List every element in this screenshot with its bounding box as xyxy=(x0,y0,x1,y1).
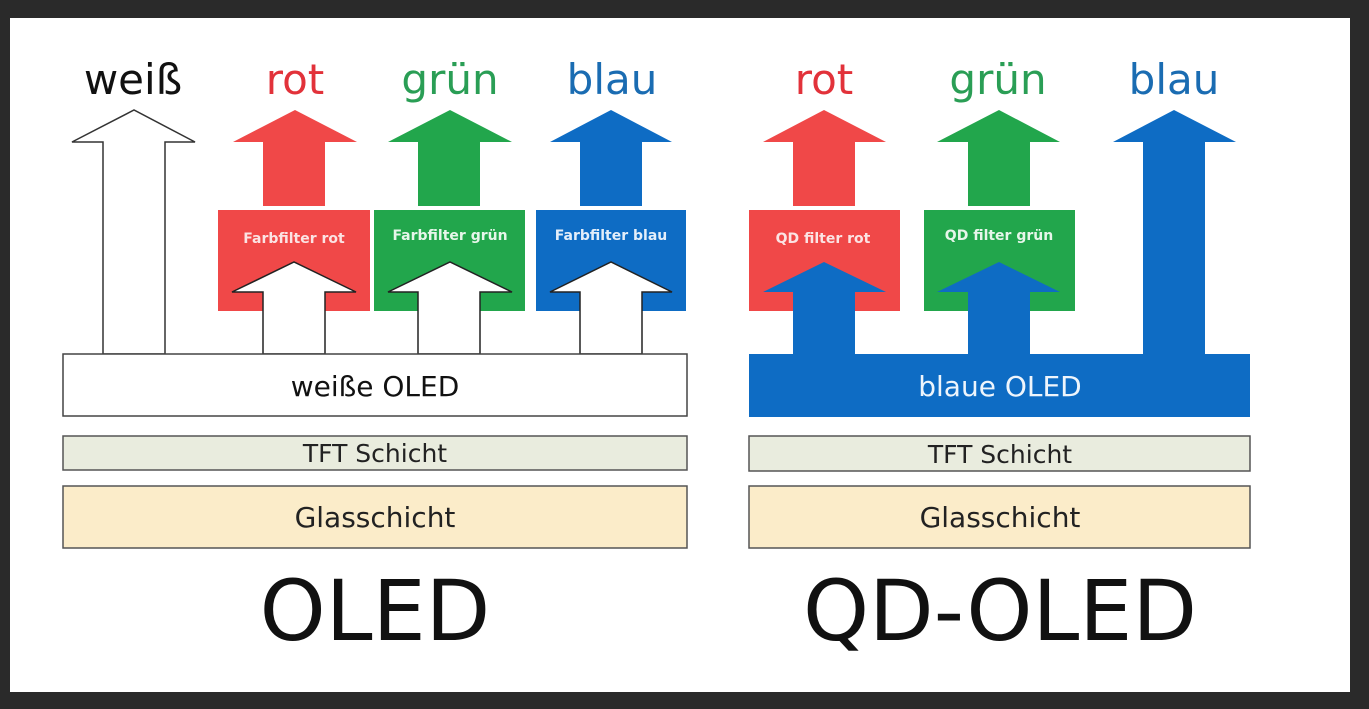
oled-diagram: weiß rot grün blau Farbfilter rot Farbfi… xyxy=(62,55,688,660)
green-output-arrow xyxy=(388,110,512,206)
blue-output-arrow xyxy=(550,110,672,206)
label-green: grün xyxy=(401,55,498,104)
white-input-arrow-red xyxy=(231,261,357,355)
qdoled-title: QD-OLED xyxy=(803,562,1197,660)
blue-oled-label: blaue OLED xyxy=(918,370,1081,403)
blue-light-arrow xyxy=(1113,110,1236,356)
white-light-arrow xyxy=(71,109,196,355)
blue-oled-layer xyxy=(749,354,1250,417)
filter-red-label: Farbfilter rot xyxy=(243,231,345,247)
glass-label: Glasschicht xyxy=(295,501,456,534)
tft-layer xyxy=(62,435,688,471)
blue-input-arrow-green xyxy=(937,262,1060,356)
qd-glass-label: Glasschicht xyxy=(920,501,1081,534)
qd-tft-label: TFT Schicht xyxy=(927,440,1072,469)
filter-blue-label: Farbfilter blau xyxy=(555,228,668,244)
blue-input-arrow-red xyxy=(763,262,886,356)
white-oled-layer xyxy=(62,353,688,417)
qd-filter-green-label: QD filter grün xyxy=(945,228,1053,244)
glass-layer xyxy=(62,485,688,549)
white-input-arrow-blue xyxy=(549,261,673,355)
filter-green-label: Farbfilter grün xyxy=(392,228,507,244)
qd-glass-layer xyxy=(748,485,1251,549)
qd-filter-red-label: QD filter rot xyxy=(776,231,871,247)
oled-title: OLED xyxy=(260,562,491,660)
label-red: rot xyxy=(266,55,325,104)
qd-red-output-arrow xyxy=(763,110,886,206)
qd-label-red: rot xyxy=(795,55,854,104)
white-input-arrow-green xyxy=(387,261,513,355)
white-oled-label: weiße OLED xyxy=(291,370,460,403)
label-blue: blau xyxy=(567,55,658,104)
qdoled-diagram: rot grün blau QD filter rot QD filter gr… xyxy=(748,55,1251,660)
red-output-arrow xyxy=(233,110,357,206)
qd-label-green: grün xyxy=(949,55,1046,104)
qd-tft-layer xyxy=(748,435,1251,472)
qd-green-output-arrow xyxy=(937,110,1060,206)
label-white: weiß xyxy=(84,55,182,104)
tft-label: TFT Schicht xyxy=(302,439,447,468)
qd-label-blue: blau xyxy=(1129,55,1220,104)
